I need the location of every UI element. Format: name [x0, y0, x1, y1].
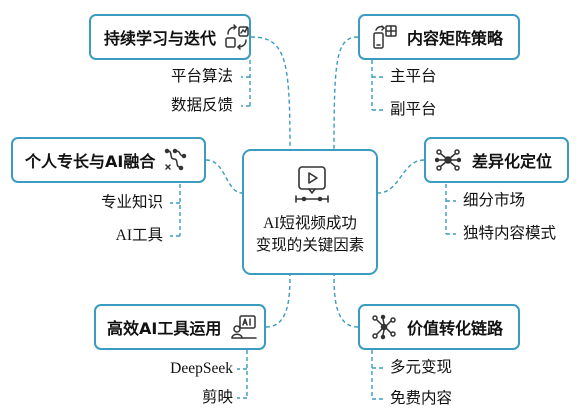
iterate-icon: [224, 24, 250, 50]
branch-differentiation: 差异化定位: [424, 137, 569, 183]
network-icon: [435, 147, 461, 173]
leaf-data-feedback: 数据反馈: [170, 97, 233, 114]
leaf-niche-market: 细分市场: [463, 192, 526, 209]
center-node: AI短视频成功 变现的关键因素: [242, 149, 378, 275]
branch-title: 个人专长与AI融合: [25, 152, 156, 171]
leaf-ai-tools: AI工具: [115, 227, 163, 244]
branch-title: 高效AI工具运用: [107, 319, 222, 338]
branch-ai-tool-usage: 高效AI工具运用: [94, 304, 266, 350]
video-play-icon: [295, 166, 329, 203]
leaf-deepseek: DeepSeek: [170, 360, 233, 377]
branch-title: 内容矩阵策略: [407, 29, 504, 48]
leaf-platform-algorithm: 平台算法: [170, 68, 233, 85]
leaf-unique-content-mode: 独特内容模式: [463, 225, 557, 242]
branch-title: 价值转化链路: [407, 319, 504, 338]
leaf-secondary-platform: 副平台: [390, 101, 437, 118]
branch-value-conversion: 价值转化链路: [358, 304, 520, 350]
branch-expertise-ai-fusion: 个人专长与AI融合: [11, 137, 206, 183]
leaf-diversified-monetization: 多元变现: [390, 359, 453, 376]
branch-content-matrix: 内容矩阵策略: [358, 14, 520, 60]
matrix-icon: [372, 24, 398, 50]
ai-tool-icon: [231, 314, 258, 340]
leaf-expertise: 专业知识: [100, 194, 163, 211]
leaf-free-content: 免费内容: [390, 390, 453, 407]
branch-continuous-learning: 持续学习与迭代: [89, 14, 251, 60]
branch-title: 持续学习与迭代: [104, 29, 217, 48]
center-title-line-2: 变现的关键因素: [255, 237, 365, 254]
fusion-icon: [163, 147, 189, 173]
center-title-line-1: AI短视频成功: [263, 215, 357, 232]
leaf-main-platform: 主平台: [390, 68, 437, 85]
chain-icon: [371, 314, 397, 340]
leaf-jianying: 剪映: [201, 389, 233, 406]
branch-title: 差异化定位: [472, 152, 553, 171]
